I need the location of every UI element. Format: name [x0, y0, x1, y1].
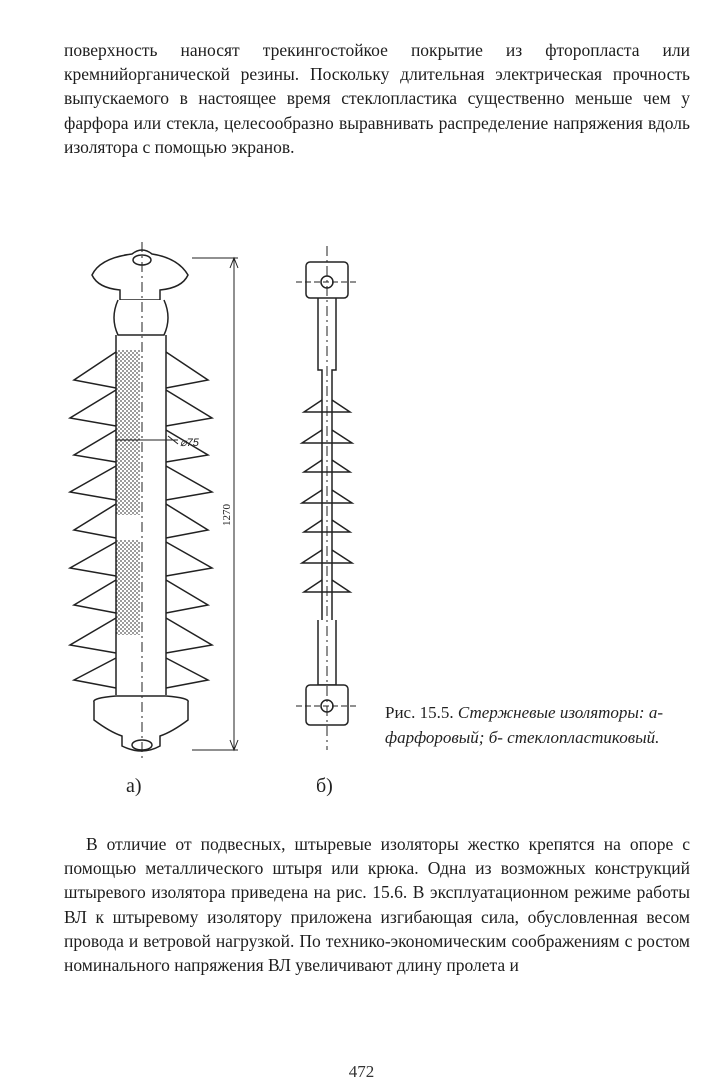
length-dimension-label: 1270	[221, 504, 233, 527]
caption-text: Стержневые изоляторы: а- фарфоровый; б- …	[385, 703, 663, 747]
fiberglass-insulator-drawing	[296, 246, 358, 750]
porcelain-insulator-drawing	[67, 242, 239, 762]
label-b: б)	[316, 775, 333, 797]
paragraph-bottom: В отличие от подвесных, штыревые изолято…	[64, 834, 690, 976]
paragraph-top: поверхность наносят трекингостойкое покр…	[64, 40, 690, 157]
diameter-label: ⌀75	[180, 437, 200, 449]
label-a: а)	[126, 775, 142, 797]
page-number: 472	[348, 1062, 375, 1081]
insulator-figure: ⌀75 1270 а) б)	[60, 240, 720, 800]
figure-caption: Рис. 15.5. Стержневые изоляторы: а- фарф…	[385, 700, 697, 750]
caption-label: Рис. 15.5.	[385, 703, 454, 722]
